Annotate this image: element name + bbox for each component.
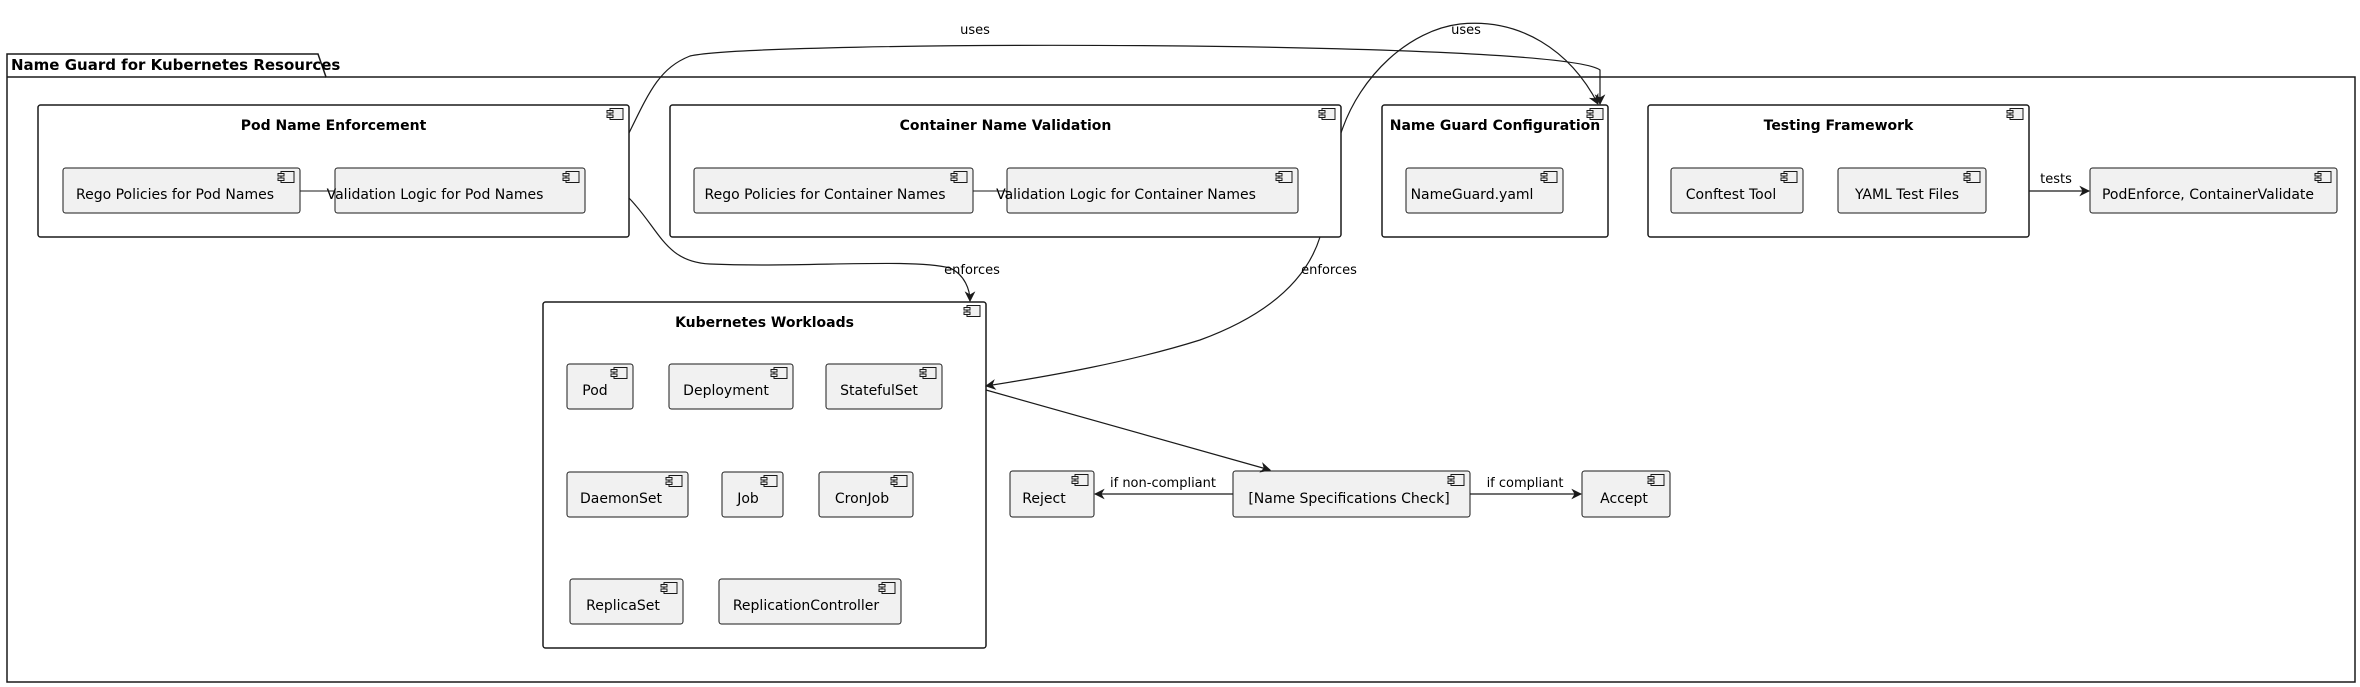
edge-label-compliant: if compliant (1487, 476, 1564, 491)
edge-uses-container (1340, 22, 1599, 134)
component-label: Validation Logic for Container Names (996, 187, 1256, 203)
group-container-name-validation: Container Name Validation Rego Policies … (669, 104, 1342, 238)
component-conftest-tool: Conftest Tool (1670, 167, 1804, 214)
component-nameguard-yaml: NameGuard.yaml (1405, 167, 1564, 214)
package-title: Name Guard for Kubernetes Resources (11, 56, 340, 74)
component-label: Deployment (683, 383, 769, 399)
edge-enforces-container (984, 236, 1321, 390)
component-rego-container: Rego Policies for Container Names (693, 167, 974, 214)
component-job: Job (721, 471, 784, 518)
component-label: Validation Logic for Pod Names (327, 187, 544, 203)
edge-label-tests: tests (2040, 172, 2072, 187)
component-label: Pod (582, 383, 607, 399)
component-label: DaemonSet (580, 491, 663, 507)
component-label: YAML Test Files (1854, 187, 1959, 203)
component-accept: Accept (1581, 470, 1671, 518)
group-kubernetes-workloads: Kubernetes Workloads Pod Deployment Stat… (542, 301, 987, 649)
group-title: Kubernetes Workloads (675, 315, 854, 331)
group-title: Pod Name Enforcement (241, 118, 427, 134)
component-label: Conftest Tool (1686, 187, 1776, 203)
component-statefulset: StatefulSet (825, 363, 943, 410)
component-label: Job (736, 491, 759, 507)
group-testing-framework: Testing Framework Conftest Tool YAML Tes… (1647, 104, 2030, 238)
edge-label-enforces-container: enforces (1301, 263, 1357, 278)
component-label: NameGuard.yaml (1411, 187, 1534, 203)
edge-label-uses-pod: uses (960, 23, 990, 38)
component-label: Rego Policies for Container Names (704, 187, 945, 203)
component-deployment: Deployment (668, 363, 794, 410)
package-name-guard: Name Guard for Kubernetes Resources (6, 53, 2356, 683)
component-label: Accept (1600, 491, 1648, 507)
group-title: Container Name Validation (900, 118, 1112, 134)
component-label: ReplicaSet (586, 598, 660, 614)
component-replicationcontroller: ReplicationController (718, 578, 902, 625)
component-label: ReplicationController (733, 598, 880, 614)
group-title: Name Guard Configuration (1390, 118, 1600, 134)
component-label: StatefulSet (840, 383, 918, 399)
component-validation-pod: Validation Logic for Pod Names (327, 167, 586, 214)
component-label: CronJob (835, 491, 889, 507)
component-pod: Pod (566, 363, 634, 410)
group-name-guard-configuration: Name Guard Configuration NameGuard.yaml (1381, 104, 1609, 238)
component-label: Rego Policies for Pod Names (76, 187, 274, 203)
edge-label-uses-container: uses (1451, 23, 1481, 38)
component-validation-container: Validation Logic for Container Names (996, 167, 1299, 214)
component-yaml-test-files: YAML Test Files (1837, 167, 1987, 214)
component-name-specifications-check: [Name Specifications Check] (1232, 470, 1471, 518)
edge-uses-pod (628, 44, 1606, 134)
component-podenforce-containervalidate: PodEnforce, ContainerValidate (2089, 167, 2338, 214)
edge-workloads-to-check (985, 389, 1272, 473)
component-daemonset: DaemonSet (566, 471, 689, 518)
component-label: Reject (1022, 491, 1066, 507)
edges (628, 22, 2091, 500)
component-cronjob: CronJob (818, 471, 914, 518)
edge-label-enforces-pod: enforces (944, 263, 1000, 278)
edge-enforces-pod (628, 197, 976, 303)
component-reject: Reject (1009, 470, 1095, 518)
group-title: Testing Framework (1764, 118, 1914, 134)
component-replicaset: ReplicaSet (569, 578, 684, 625)
component-label: [Name Specifications Check] (1248, 491, 1449, 507)
component-label: PodEnforce, ContainerValidate (2102, 187, 2314, 203)
group-pod-name-enforcement: Pod Name Enforcement Rego Policies for P… (37, 104, 630, 238)
component-rego-pod: Rego Policies for Pod Names (62, 167, 301, 214)
edge-label-non-compliant: if non-compliant (1110, 476, 1216, 491)
